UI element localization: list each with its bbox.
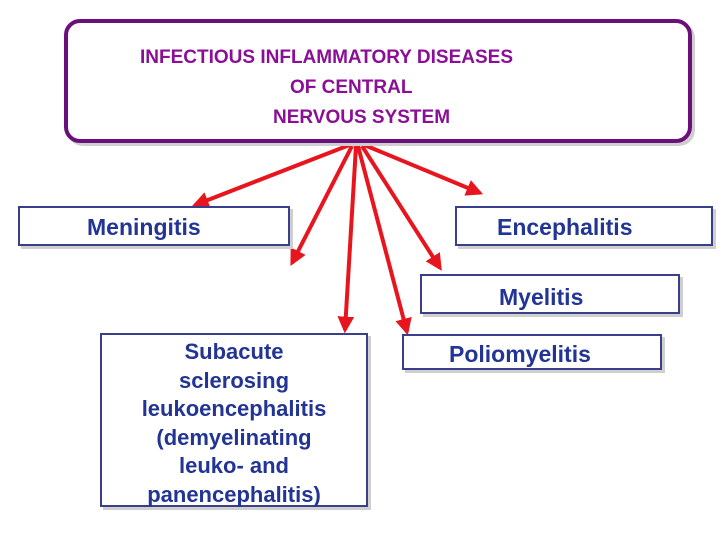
myelitis-box: Myelitis — [420, 274, 680, 314]
subacute-line-6: panencephalitis) — [147, 481, 321, 507]
title-box: INFECTIOUS INFLAMMATORY DISEASES OF CENT… — [64, 19, 692, 143]
subacute-line-1: Subacute — [184, 339, 284, 364]
subacute-text: Subacute sclerosing leukoencephalitis (d… — [102, 338, 366, 509]
subacute-line-4: (demyelinating — [156, 424, 312, 450]
arrow-to-gap — [290, 145, 354, 266]
arrow-to-poliomyelitis — [356, 145, 412, 336]
myelitis-label: Myelitis — [499, 284, 584, 310]
subacute-box: Subacute sclerosing leukoencephalitis (d… — [100, 333, 368, 507]
arrow-to-meningitis — [191, 142, 353, 208]
meningitis-label: Meningitis — [87, 214, 201, 240]
arrow-to-myelitis — [360, 144, 442, 271]
encephalitis-box: Encephalitis — [455, 206, 713, 246]
arrow-to-encephalitis — [361, 142, 484, 196]
subacute-line-3: leukoencephalitis — [141, 396, 327, 421]
poliomyelitis-label: Poliomyelitis — [449, 341, 591, 367]
encephalitis-label: Encephalitis — [497, 214, 633, 240]
subacute-line-5: leuko- and — [178, 453, 289, 478]
meningitis-box: Meningitis — [18, 206, 290, 246]
title-line-1: INFECTIOUS INFLAMMATORY DISEASES — [140, 47, 513, 68]
title-line-3: NERVOUS SYSTEM — [273, 107, 451, 128]
title-line-2: OF CENTRAL — [290, 77, 413, 98]
arrow-to-subacute — [337, 145, 358, 334]
poliomyelitis-box: Poliomyelitis — [402, 334, 662, 370]
subacute-line-2: sclerosing — [178, 367, 290, 393]
